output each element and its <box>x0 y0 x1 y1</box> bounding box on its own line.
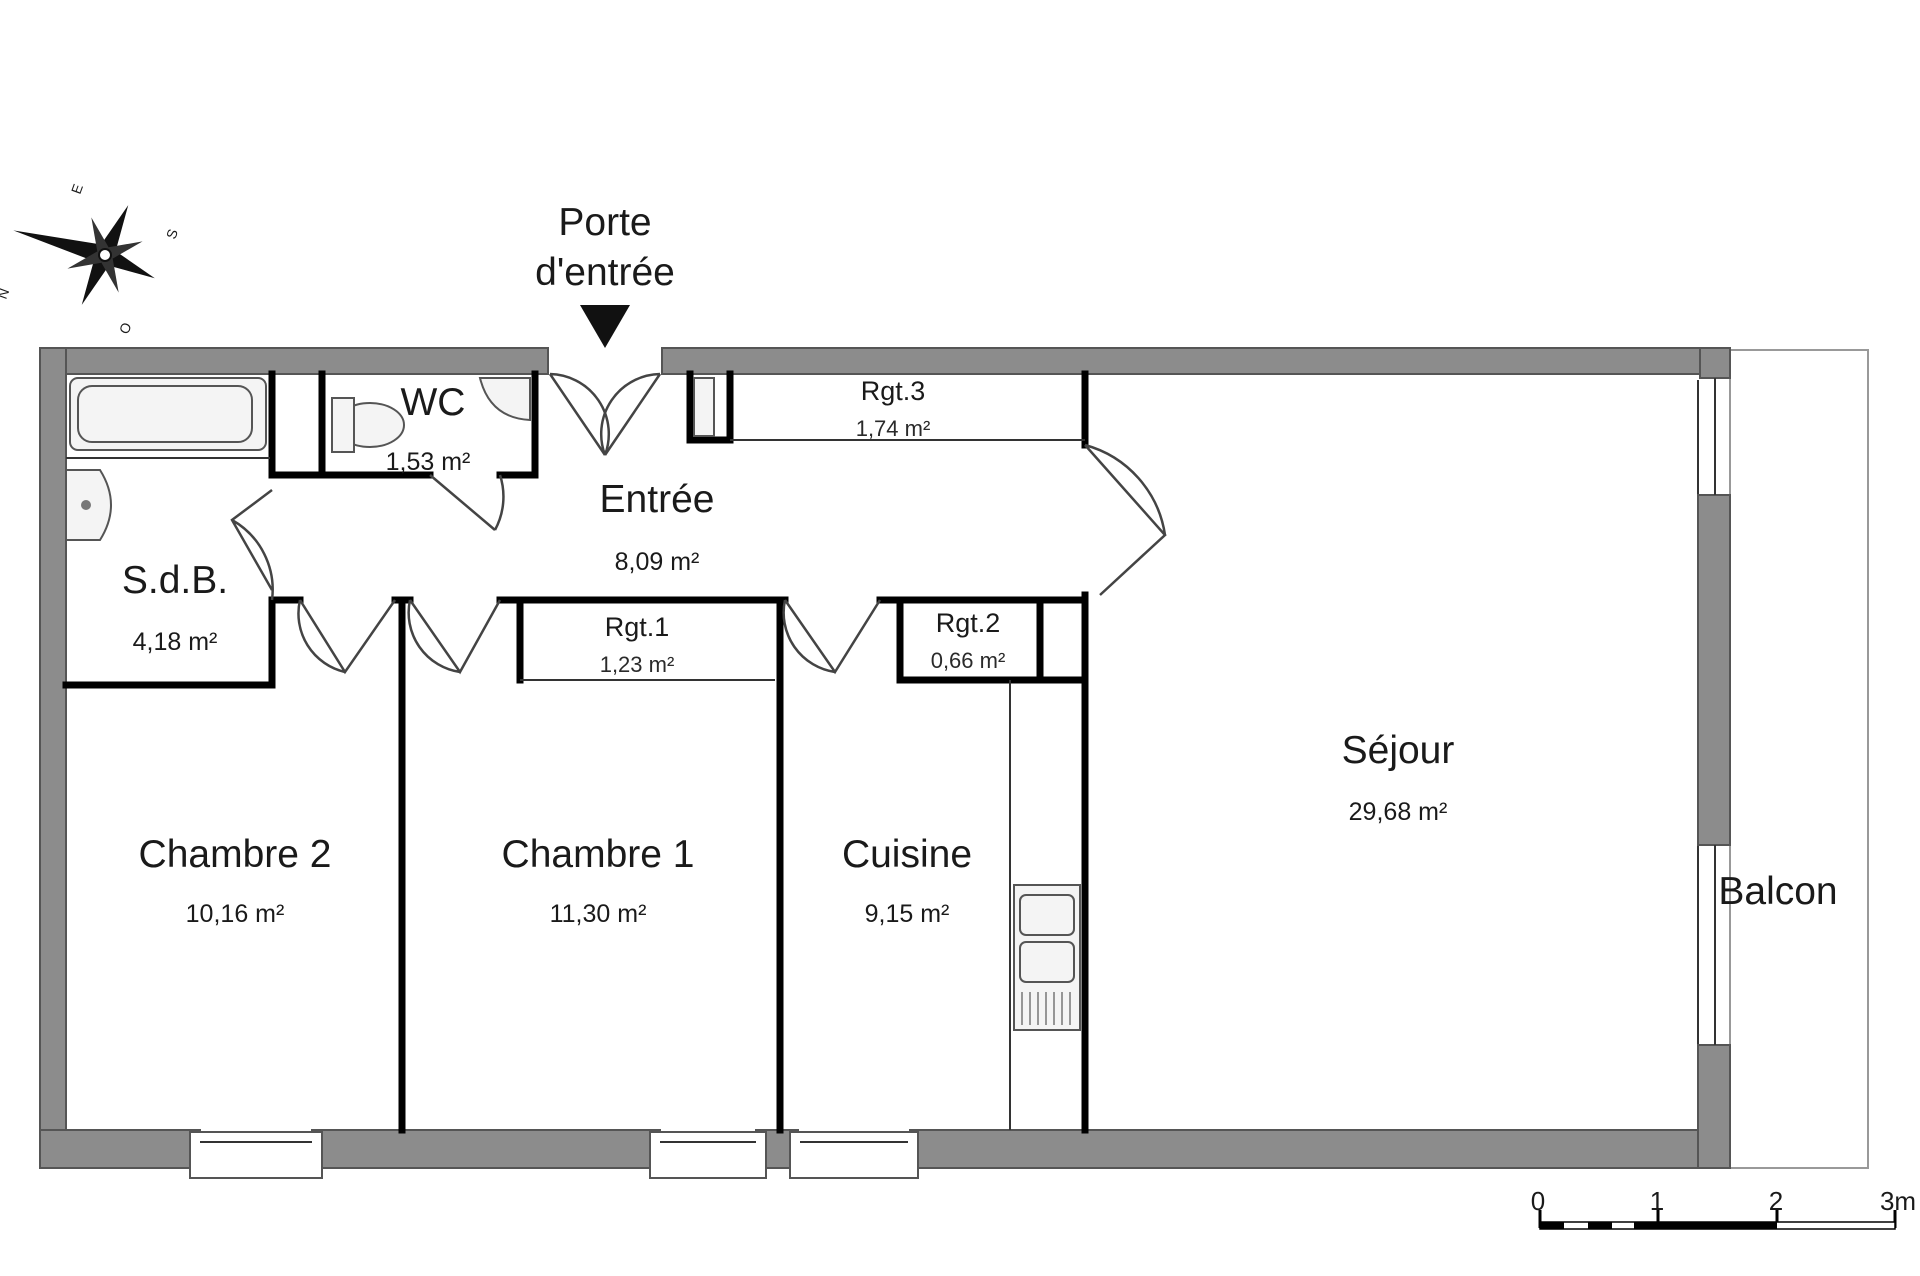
entrance-arrow-icon <box>580 305 630 348</box>
entrance-label-line2: d'entrée <box>535 251 675 294</box>
room-cuisine-name: Cuisine <box>842 833 972 876</box>
room-entree-name: Entrée <box>600 478 715 521</box>
exterior-walls <box>39 347 1731 1169</box>
room-chambre1-name: Chambre 1 <box>502 833 695 876</box>
compass-letter-n: N <box>0 286 12 301</box>
room-rgt3-area: 1,74 m² <box>856 416 931 441</box>
room-sdb-area: 4,18 m² <box>133 628 218 656</box>
room-wc-area: 1,53 m² <box>386 448 471 476</box>
room-chambre2-area: 10,16 m² <box>186 900 285 928</box>
fixtures <box>65 377 1081 1031</box>
room-rgt1-name: Rgt.1 <box>605 612 670 642</box>
balcony-outline <box>1729 349 1869 1169</box>
room-rgt3-name: Rgt.3 <box>861 376 926 406</box>
compass-letter-e: E <box>68 182 86 196</box>
room-chambre1-area: 11,30 m² <box>550 900 647 928</box>
room-rgt2-area: 0,66 m² <box>931 648 1006 673</box>
windows <box>189 378 1716 1179</box>
room-sdb-name: S.d.B. <box>122 559 228 602</box>
entrance-label-line1: Porte <box>558 201 651 244</box>
room-sejour-area: 29,68 m² <box>1349 798 1448 826</box>
scale-bar <box>1538 1210 1897 1230</box>
room-rgt1-area: 1,23 m² <box>600 652 675 677</box>
room-sejour-name: Séjour <box>1342 729 1455 772</box>
room-balcon-name: Balcon <box>1718 870 1837 913</box>
room-chambre2-name: Chambre 2 <box>139 833 332 876</box>
room-rgt2-name: Rgt.2 <box>936 608 1001 638</box>
room-entree-area: 8,09 m² <box>615 548 700 576</box>
compass-letter-o: O <box>116 320 135 336</box>
doors <box>230 372 1167 675</box>
room-wc-name: WC <box>401 381 466 424</box>
compass-rose <box>13 205 155 305</box>
scale-tick-1: 1 <box>1650 1186 1664 1216</box>
scale-tick-2: 2 <box>1769 1186 1783 1216</box>
scale-tick-3m: 3m <box>1880 1186 1916 1216</box>
compass-letter-s: S <box>163 227 181 241</box>
room-cuisine-area: 9,15 m² <box>865 900 950 928</box>
interior-walls <box>62 370 1089 1134</box>
scale-tick-0: 0 <box>1531 1186 1545 1216</box>
